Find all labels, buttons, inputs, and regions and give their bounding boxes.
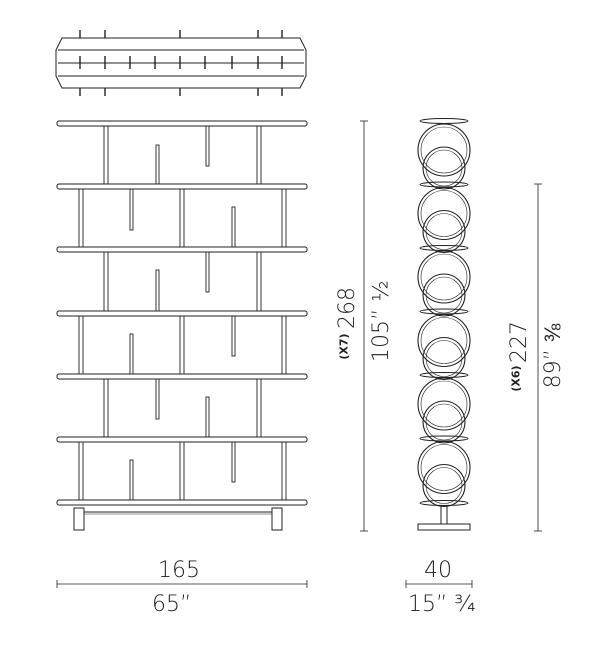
support-post [103,378,109,438]
side-shelf-edge [419,308,469,315]
divider-bar [155,378,160,420]
divider-bar [205,251,210,293]
side-ring-inner [425,149,463,187]
shelf-board [56,499,308,506]
divider-bar [205,125,210,167]
side-ring-inner [425,340,463,377]
side-ring-inner [420,253,468,301]
divider-bar [155,144,160,185]
side-ring-inner [425,467,463,504]
support-post [103,251,109,312]
side-ring-inner [425,403,463,441]
divider-bar [129,333,134,375]
top-view [55,30,307,96]
side-ring [422,336,466,381]
side-base [417,505,471,531]
support-post [78,188,84,248]
front-view [56,120,308,531]
width-cm-label: 165 [158,558,200,583]
side-ring-inner [420,380,468,428]
side-ring-inner [420,317,468,364]
support-post [256,125,262,185]
shelf-board [56,310,308,317]
side-ring-inner [425,213,463,250]
shelf-board [56,373,308,380]
side-ring [422,209,466,254]
divider-bar [155,269,160,312]
shelf-board [56,183,308,190]
side-ring-inner [425,276,463,314]
base-feet [73,507,283,531]
divider-bar [129,459,134,501]
support-post [281,441,287,501]
support-post [179,188,185,248]
shelf-height-inch-label: 89” ⅜ [541,323,566,389]
shelf-board [56,246,308,253]
support-post [281,188,287,248]
support-post [256,378,262,438]
shelf-board [56,120,308,127]
width-inch-label: 65” [152,592,192,617]
side-ring [422,146,466,190]
divider-bar [205,396,210,438]
support-post [78,315,84,375]
side-shelf-edge [419,500,469,506]
divider-bar [231,441,236,483]
side-shelf-edge [419,245,469,251]
side-ring-inner [420,444,468,491]
support-post [179,441,185,501]
side-ring [422,400,466,444]
side-shelf-edge [419,118,469,124]
side-shelf-edge [419,372,469,378]
support-post [103,125,109,185]
side-shelf-edge [419,435,469,442]
divider-bar [231,206,236,248]
support-post [78,441,84,501]
total-height-cm-label: 268 [335,287,360,329]
dimension-lines [56,120,542,588]
shelf-board [56,436,308,443]
support-post [179,315,185,375]
support-post [281,315,287,375]
side-shelf-edge [419,181,469,188]
shelf-height-cm-label: 227 [507,321,532,363]
side-ring-inner [420,126,468,174]
depth-cm-label: 40 [424,558,452,583]
support-post [256,251,262,312]
divider-bar [231,315,236,357]
divider-bar [129,188,134,231]
side-ring [422,273,466,317]
depth-inch-label: 15” ¾ [408,592,476,617]
side-view [417,118,471,531]
side-ring-inner [420,190,468,237]
total-height-inch-label: 105” ½ [369,280,394,362]
